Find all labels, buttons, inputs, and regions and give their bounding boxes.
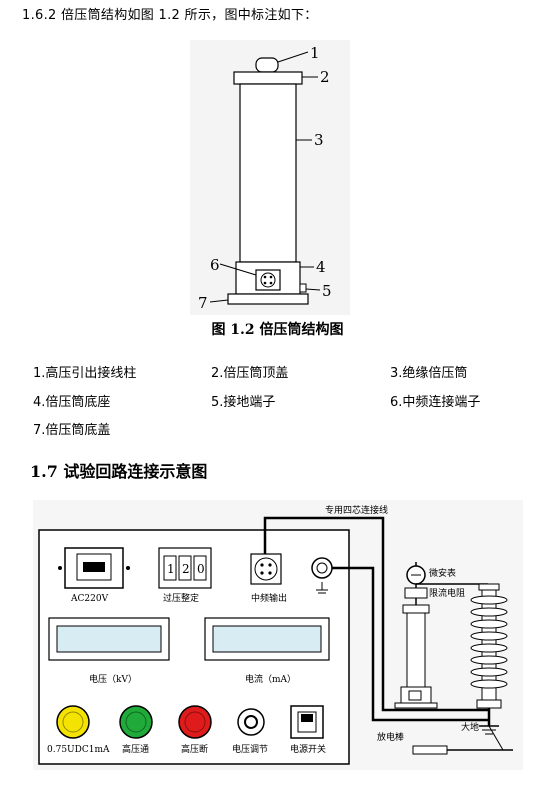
mf-output-connector xyxy=(250,553,282,585)
mf-output-label: 中频输出 xyxy=(251,592,287,604)
microammeter-label: 微安表 xyxy=(429,567,456,579)
counter-digit-3: 0 xyxy=(197,562,205,576)
callout-2: 2 xyxy=(320,68,330,86)
limiting-resistor-icon xyxy=(404,587,428,599)
callout-4: 4 xyxy=(316,258,326,276)
voltage-meter-label: 电压（kV） xyxy=(89,673,137,685)
current-meter xyxy=(204,617,330,661)
discharge-rod-label: 放电棒 xyxy=(377,731,404,743)
legend-item-1: 1.高压引出接线柱 xyxy=(33,366,137,381)
counter-digit-1: 1 xyxy=(167,562,175,576)
button-label-4: 电压调节 xyxy=(232,743,268,755)
button-hv-off-red xyxy=(178,705,212,739)
button-label-1: 0.75UDC1mA xyxy=(47,745,110,755)
hv-terminal xyxy=(255,57,279,73)
counter-label: 过压整定 xyxy=(163,592,199,604)
legend-item-2: 2.倍压筒顶盖 xyxy=(211,366,289,381)
earth-ground-icon xyxy=(479,725,499,735)
top-cap xyxy=(233,71,303,85)
overvoltage-counter xyxy=(158,547,212,589)
legend-item-6: 6.中频连接端子 xyxy=(390,395,481,410)
figure-1-2-drawing: 1 2 3 4 5 6 7 xyxy=(190,40,350,315)
button-label-3: 高压断 xyxy=(181,743,208,755)
test-circuit-diagram: 专用四芯连接线 AC220V 1 2 0 过压整定 中频输出 电压（kV） xyxy=(33,500,523,770)
cable-label: 专用四芯连接线 xyxy=(325,504,388,516)
power-socket-icon xyxy=(58,547,130,589)
legend-item-3: 3.绝缘倍压筒 xyxy=(390,366,468,381)
resistor-label: 限流电阻 xyxy=(429,587,465,599)
legend-item-5: 5.接地端子 xyxy=(211,395,276,410)
power-socket-label: AC220V xyxy=(70,594,109,604)
callout-6: 6 xyxy=(210,256,220,274)
callout-5: 5 xyxy=(322,282,332,300)
counter-digit-2: 2 xyxy=(182,562,190,576)
test-object-insulator xyxy=(470,583,508,709)
ground-label: 大地 xyxy=(461,721,479,733)
callout-3: 3 xyxy=(314,131,324,149)
ground-terminal xyxy=(299,283,307,293)
legend-item-4: 4.倍压筒底座 xyxy=(33,395,111,410)
figure-1-2-caption: 图 1.2 倍压筒结构图 xyxy=(211,322,344,338)
voltage-meter xyxy=(48,617,170,661)
section-title: 1.7 试验回路连接示意图 xyxy=(30,462,208,481)
legend-item-7: 7.倍压筒底盖 xyxy=(33,423,111,438)
doubler-cylinder xyxy=(394,604,438,709)
intro-text: 1.6.2 倍压筒结构如图 1.2 所示，图中标注如下： xyxy=(22,8,318,23)
button-075udc-yellow xyxy=(56,705,90,739)
button-label-2: 高压通 xyxy=(122,743,149,755)
insulating-cylinder xyxy=(239,83,297,263)
button-label-5: 电源开关 xyxy=(290,743,326,755)
bottom-cover xyxy=(227,293,309,305)
button-hv-on-green xyxy=(119,705,153,739)
panel-ground-terminal xyxy=(311,557,333,594)
callout-7: 7 xyxy=(198,294,208,312)
power-switch xyxy=(290,705,324,739)
current-meter-label: 电流（mA） xyxy=(245,673,296,685)
discharge-rod-icon xyxy=(412,725,513,755)
callout-1: 1 xyxy=(310,44,320,62)
